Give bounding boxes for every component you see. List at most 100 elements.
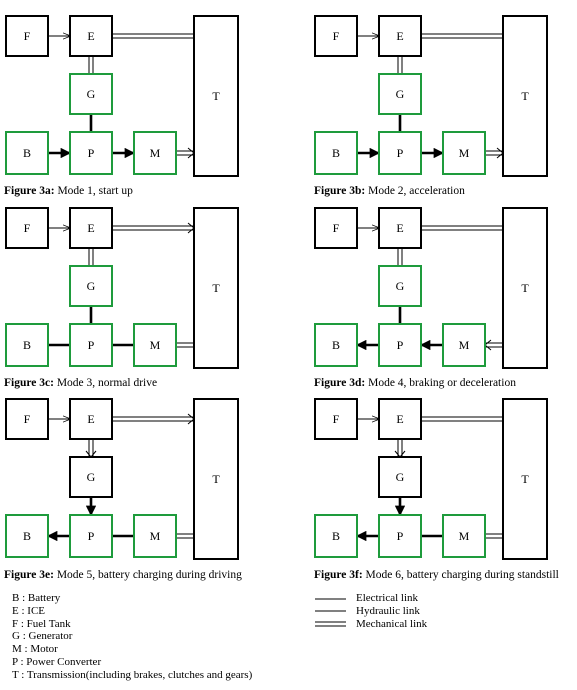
figure-3a-battery-block: [5, 131, 49, 175]
figure-3e-motor-block: [133, 514, 177, 558]
figure-3f-power-converter-block: [378, 514, 422, 558]
legend-abbrev-transmission: T : Transmission(including brakes, clutc…: [12, 668, 253, 681]
figure-3b-ice-block-label: E: [396, 29, 403, 43]
figure-3b-motor-block-label: M: [459, 146, 470, 160]
figure-3b-battery-block: [314, 131, 358, 175]
figure-3b-link-m-t: [485, 147, 504, 159]
legend-electrical-link-label: Electrical link: [356, 592, 418, 604]
figure-3e-power-converter-block: [69, 514, 113, 558]
figure-3f-fuel-tank-block: [314, 398, 358, 440]
figure-3b-fuel-tank-block-label: F: [333, 29, 340, 43]
figure-3a-generator-block-label: G: [87, 87, 96, 101]
figure-3a-fuel-tank-block-label: F: [24, 29, 31, 43]
figure-3e-motor-block-label: M: [150, 529, 161, 543]
figure-3f-fuel-tank-block-label: F: [333, 412, 340, 426]
legend-mechanical-link-label: Mechanical link: [356, 617, 428, 630]
figure-3d-battery-block: [314, 323, 358, 367]
figure-3e-link-e-g: [85, 439, 97, 458]
figure-3d-link-e-g: [397, 248, 403, 266]
figure-3c-link-e-g: [88, 248, 94, 266]
link-type-legend-lines: [315, 598, 346, 627]
figure-3b-link-e-t: [421, 33, 503, 39]
figure-3a-motor-block-label: M: [150, 146, 161, 160]
legend-abbrev-power-converter: P : Power Converter: [12, 655, 102, 668]
figure-3f-motor-block-label: M: [459, 529, 470, 543]
figure-3c-generator-block-label: G: [87, 279, 96, 293]
figure-3b-battery-block-label: B: [332, 146, 340, 160]
figure-3e-link-m-t: [176, 533, 194, 539]
figure-3e-ice-block: [69, 398, 113, 440]
figure-3c-ice-block-label: E: [87, 221, 94, 235]
figure-3b-link-e-g: [397, 56, 403, 74]
figure-3f-link-e-g: [394, 439, 406, 458]
figure-3f-battery-block: [314, 514, 358, 558]
figure-3f-ice-block: [378, 398, 422, 440]
figure-3d-battery-block-label: B: [332, 338, 340, 352]
figure-3c-ice-block: [69, 207, 113, 249]
figure-3c-link-e-t: [112, 222, 195, 234]
figure-3a-transmission-block-label: T: [212, 89, 220, 103]
figure-3a-motor-block: [133, 131, 177, 175]
figure-3f-generator-block-label: G: [396, 470, 405, 484]
figure-3a-caption: Figure 3a: Mode 1, start up: [4, 185, 133, 197]
figure-3d-caption: Figure 3d: Mode 4, braking or decelerati…: [314, 377, 516, 389]
figure-3b-transmission-block: [502, 15, 548, 177]
figure-3d-generator-block-label: G: [396, 279, 405, 293]
figure-3e-power-converter-block-label: P: [88, 529, 95, 543]
figure-3b-caption: Figure 3b: Mode 2, acceleration: [314, 185, 465, 197]
figure-3d-generator-block: [378, 265, 422, 307]
figure-3c-fuel-tank-block: [5, 207, 49, 249]
legend-hydraulic-link-label: Hydraulic link: [356, 604, 420, 617]
figure-3a-power-converter-block: [69, 131, 113, 175]
figure-3a-ice-block-label: E: [87, 29, 94, 43]
figure-3c-fuel-tank-block-label: F: [24, 221, 31, 235]
figure-3a-fuel-tank-block: [5, 15, 49, 57]
figure-3e-transmission-block-label: T: [212, 472, 220, 486]
figure-3e-battery-block-label: B: [23, 529, 31, 543]
figure-3c-power-converter-block: [69, 323, 113, 367]
figure-3f-transmission-block: [502, 398, 548, 560]
figure-3c-transmission-block-label: T: [212, 281, 220, 295]
figure-3b-power-converter-block: [378, 131, 422, 175]
figure-3d-power-converter-block: [378, 323, 422, 367]
legend-abbrev-motor: M : Motor: [12, 643, 58, 656]
figure-3d-ice-block-label: E: [396, 221, 403, 235]
figure-3d-transmission-block: [502, 207, 548, 369]
figure-3a-generator-block: [69, 73, 113, 115]
figure-3f-battery-block-label: B: [332, 529, 340, 543]
figure-3a-transmission-block: [193, 15, 239, 177]
figure-3e-fuel-tank-block: [5, 398, 49, 440]
figure-3f-link-e-t: [421, 416, 503, 422]
link-type-legend: Electrical link Hydraulic link Mechanica…: [356, 592, 427, 630]
figure-3d-ice-block: [378, 207, 422, 249]
figure-3e-caption: Figure 3e: Mode 5, battery charging duri…: [4, 569, 242, 581]
figure-3b-power-converter-block-label: P: [397, 146, 404, 160]
figure-3f-power-converter-block-label: P: [397, 529, 404, 543]
figure-3c: F E G B P M T: [5, 207, 239, 369]
figure-3a-battery-block-label: B: [23, 146, 31, 160]
figure-3e-generator-block: [69, 456, 113, 498]
figure-3e-link-e-t: [112, 413, 195, 425]
figure-3f-caption: Figure 3f: Mode 6, battery charging duri…: [314, 569, 559, 581]
figure-3e-fuel-tank-block-label: F: [24, 412, 31, 426]
figure-3f-ice-block-label: E: [396, 412, 403, 426]
figure-3c-power-converter-block-label: P: [88, 338, 95, 352]
figure-3c-motor-block: [133, 323, 177, 367]
figure-3d-link-e-t: [421, 225, 503, 231]
figure-3c-caption: Figure 3c: Mode 3, normal drive: [4, 377, 157, 389]
figure-3b-transmission-block-label: T: [521, 89, 529, 103]
figure-3c-battery-block: [5, 323, 49, 367]
legend-abbrev-generator: G : Generator: [12, 630, 73, 643]
figure-3a-link-e-g: [88, 56, 94, 74]
figure-3d-motor-block-label: M: [459, 338, 470, 352]
figure-3d-fuel-tank-block-label: F: [333, 221, 340, 235]
figure-3c-motor-block-label: M: [150, 338, 161, 352]
figure-3c-battery-block-label: B: [23, 338, 31, 352]
figure-3b-fuel-tank-block: [314, 15, 358, 57]
figure-3a-link-e-t: [112, 33, 194, 39]
